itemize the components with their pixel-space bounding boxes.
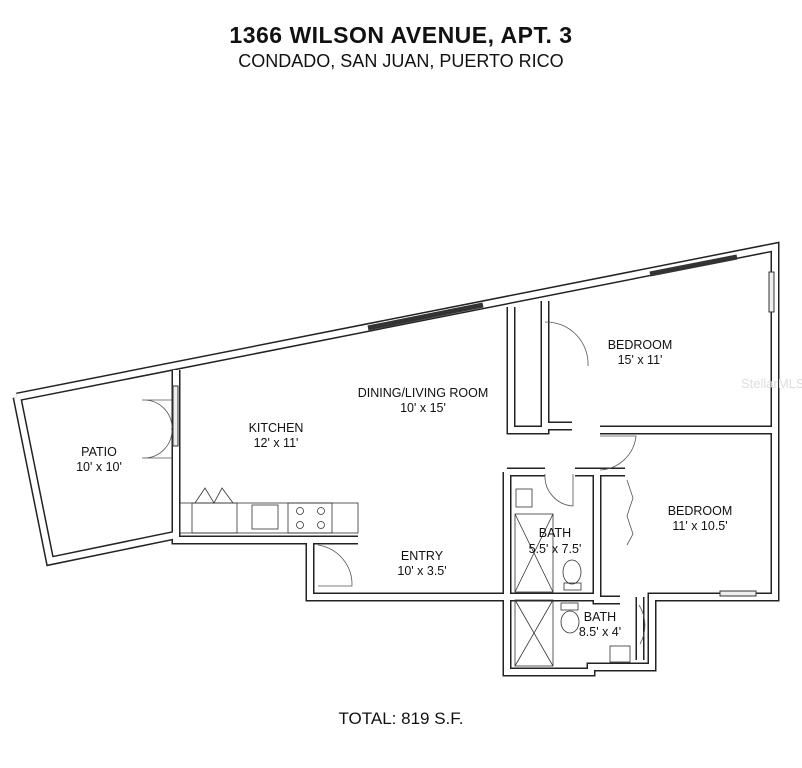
- bath-door-swing: [544, 473, 574, 507]
- room-size: 15' x 11': [618, 353, 663, 367]
- bedroom2-door-swing: [599, 435, 637, 471]
- room-name: BEDROOM: [608, 338, 673, 352]
- room-size: 5.5' x 7.5': [529, 542, 582, 556]
- window: [367, 302, 484, 331]
- room-size: 10' x 10': [76, 460, 122, 474]
- window: [649, 254, 738, 277]
- room-size: 10' x 15': [400, 401, 446, 415]
- shower-2: [514, 599, 554, 667]
- bath2-door-swing: [638, 604, 646, 645]
- room-name: BATH: [539, 526, 571, 540]
- total-area: TOTAL: 819 S.F.: [338, 709, 464, 728]
- room-name: KITCHEN: [249, 421, 304, 435]
- bath-sink: [515, 488, 533, 508]
- entry-door-swing: [317, 544, 353, 587]
- bedroom1-door-swing: [544, 321, 589, 367]
- room-size: 10' x 3.5': [397, 564, 446, 578]
- toilet-2: [560, 610, 580, 634]
- windows: [172, 254, 775, 597]
- stove: [287, 502, 333, 534]
- bath2-sink: [609, 645, 631, 663]
- watermark: StellarMLS: [741, 376, 802, 391]
- dishwasher: [191, 502, 238, 534]
- plan-subtitle: CONDADO, SAN JUAN, PUERTO RICO: [238, 51, 564, 71]
- window: [172, 385, 179, 447]
- shower: [514, 513, 554, 593]
- room-name: DINING/LIVING ROOM: [358, 386, 489, 400]
- window: [719, 590, 757, 597]
- room-size: 12' x 11': [254, 436, 299, 450]
- room-name: BEDROOM: [668, 504, 733, 518]
- toilet: [562, 559, 582, 585]
- room-size: 11' x 10.5': [672, 519, 727, 533]
- kitchen-counter: [179, 502, 359, 534]
- kitchen-sink: [251, 504, 279, 530]
- patio-door-swing: [142, 399, 173, 459]
- walls: [12, 241, 780, 677]
- room-name: PATIO: [81, 445, 117, 459]
- window: [768, 271, 775, 313]
- room-name: ENTRY: [401, 549, 444, 563]
- room-size: 8.5' x 4': [579, 625, 621, 639]
- plan-title: 1366 WILSON AVENUE, APT. 3: [229, 22, 573, 48]
- room-labels: PATIO 10' x 10' KITCHEN 12' x 11' DINING…: [76, 338, 732, 639]
- closet-bifold-door: [626, 479, 634, 546]
- doors: [142, 321, 646, 645]
- room-name: BATH: [584, 610, 616, 624]
- fixtures: [179, 487, 631, 667]
